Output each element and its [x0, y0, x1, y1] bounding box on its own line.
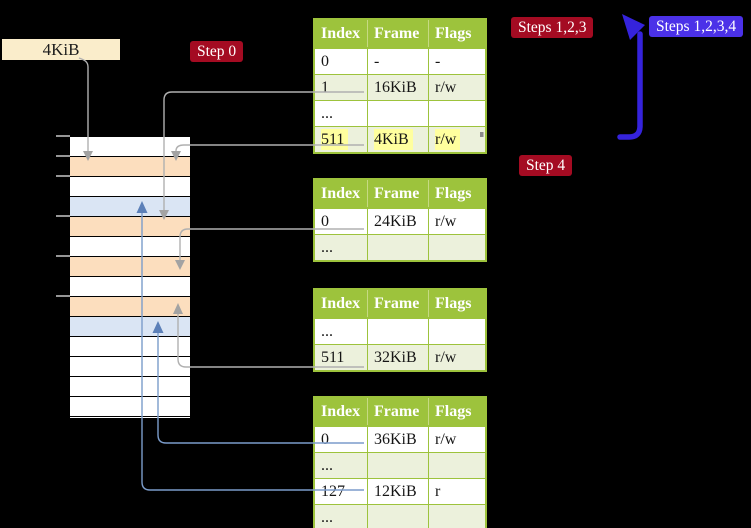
index-cell: 511 — [313, 344, 368, 372]
frame-cell — [367, 504, 429, 528]
frame-cell — [367, 234, 429, 262]
flags-cell: r/w — [428, 425, 487, 453]
axis-tick — [56, 155, 70, 157]
axis-tick — [56, 135, 70, 137]
column-header: Frame — [367, 397, 429, 427]
axis-tick — [56, 175, 70, 177]
index-cell: ... — [313, 504, 368, 528]
memory-row-mapped-page — [70, 197, 190, 217]
flags-cell: r/w — [428, 74, 487, 101]
flags-cell — [428, 317, 487, 345]
axis-tick — [56, 295, 70, 297]
column-header: Frame — [367, 289, 429, 319]
column-header: Flags — [428, 179, 486, 209]
table-row: 511 32KiB r/w — [313, 344, 487, 372]
ellipsis-row: ... — [313, 504, 487, 528]
table-row: 0 36KiB r/w — [313, 425, 487, 453]
highlighted-value: 4KiB — [374, 128, 413, 150]
steps123-badge: Steps 1,2,3 — [511, 17, 594, 38]
ellipsis-row: ... — [313, 100, 487, 127]
memory-row-free — [70, 337, 190, 357]
page-table-level4: Index Frame Flags 0 - - 1 16KiB r/w ... … — [313, 18, 487, 154]
column-header: Index — [314, 19, 368, 49]
flags-cell: r/w — [428, 126, 487, 154]
frame-cell: 32KiB — [367, 344, 429, 372]
column-header: Flags — [428, 397, 486, 427]
frame-cell: - — [367, 47, 429, 75]
flags-cell — [428, 504, 487, 528]
column-header: Index — [314, 397, 368, 427]
flags-cell — [428, 234, 487, 262]
memory-row-free — [70, 177, 190, 197]
flags-cell: - — [428, 47, 487, 75]
column-header: Flags — [428, 19, 486, 49]
memory-row-free — [70, 237, 190, 257]
recursive-loop-arrow — [617, 14, 645, 140]
page-size-label: 4KiB — [2, 39, 120, 60]
flags-cell: r — [428, 478, 487, 505]
steps1234-badge: Steps 1,2,3,4 — [649, 16, 744, 37]
frame-cell: 12KiB — [367, 478, 429, 505]
index-cell: 0 — [313, 207, 368, 235]
page-table-level1: Index Frame Flags 0 36KiB r/w ... 127 12… — [313, 396, 487, 528]
ellipsis-row: ... — [313, 452, 487, 479]
index-cell: 0 — [313, 425, 368, 453]
page-table-level2: Index Frame Flags ... 511 32KiB r/w — [313, 288, 487, 372]
flags-cell: r/w — [428, 207, 487, 235]
memory-row-page-table — [70, 217, 190, 237]
memory-row-free — [70, 397, 190, 417]
index-cell: ... — [313, 100, 368, 127]
frame-cell — [367, 452, 429, 479]
column-header: Frame — [367, 179, 429, 209]
frame-cell — [367, 317, 429, 345]
step0-badge: Step 0 — [190, 41, 244, 62]
page-table-level3: Index Frame Flags 0 24KiB r/w ... — [313, 178, 487, 262]
table-header-row: Index Frame Flags — [314, 397, 486, 427]
frame-cell — [367, 100, 429, 127]
frame-cell: 4KiB — [367, 126, 429, 154]
column-header: Index — [314, 289, 368, 319]
table-row: 127 12KiB r — [313, 478, 487, 505]
axis-tick — [56, 255, 70, 257]
table-row: 0 - - — [313, 47, 487, 75]
index-cell: ... — [313, 452, 368, 479]
physical-memory-strip — [70, 136, 190, 418]
frame-cell: 36KiB — [367, 425, 429, 453]
memory-row-page-table — [70, 157, 190, 177]
index-cell: 127 — [313, 478, 368, 505]
memory-row-mapped-page — [70, 317, 190, 337]
index-cell: 511 — [313, 126, 368, 154]
ellipsis-row: ... — [313, 234, 487, 262]
column-header: Flags — [428, 289, 486, 319]
frame-cell: 16KiB — [367, 74, 429, 101]
memory-row-page-table — [70, 257, 190, 277]
table-row: 1 16KiB r/w — [313, 74, 487, 101]
table-header-row: Index Frame Flags — [314, 289, 486, 319]
frame-cell: 24KiB — [367, 207, 429, 235]
memory-row-free — [70, 357, 190, 377]
memory-row-free — [70, 377, 190, 397]
arrowhead-upleft-icon — [622, 14, 645, 40]
recursive-entry-row: 511 4KiB r/w — [313, 126, 487, 154]
column-header: Frame — [367, 19, 429, 49]
index-cell: 1 — [313, 74, 368, 101]
highlighted-value: 511 — [321, 128, 349, 150]
step4-badge: Step 4 — [519, 155, 573, 176]
ellipsis-row: ... — [313, 317, 487, 345]
index-cell: ... — [313, 317, 368, 345]
table-header-row: Index Frame Flags — [314, 19, 486, 49]
memory-row-free — [70, 137, 190, 157]
index-cell: 0 — [313, 47, 368, 75]
highlighted-value: r/w — [435, 128, 461, 150]
index-cell: ... — [313, 234, 368, 262]
memory-row-free — [70, 277, 190, 297]
table-header-row: Index Frame Flags — [314, 179, 486, 209]
flags-cell — [428, 452, 487, 479]
table-row: 0 24KiB r/w — [313, 207, 487, 235]
column-header: Index — [314, 179, 368, 209]
flags-cell: r/w — [428, 344, 487, 372]
memory-row-page-table — [70, 297, 190, 317]
flags-cell — [428, 100, 487, 127]
axis-tick — [56, 215, 70, 217]
